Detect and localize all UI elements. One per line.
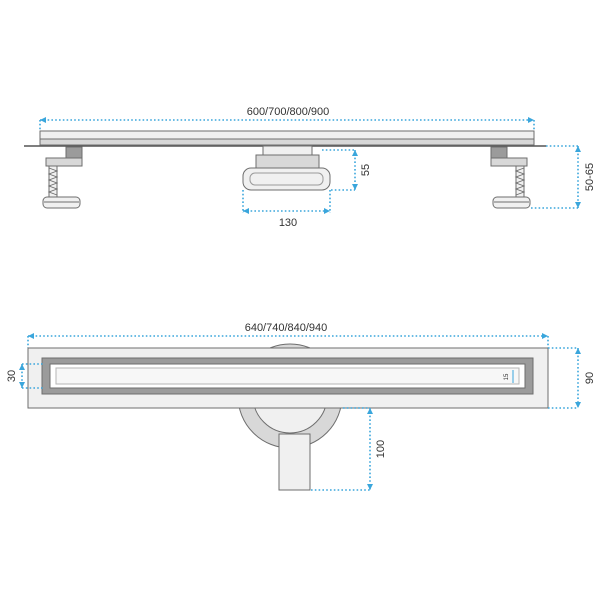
side-length-dimension: 600/700/800/900 [39, 106, 535, 131]
outlet-bottom-flange [242, 167, 331, 191]
grate-gap-label: 15 [504, 373, 510, 380]
plate-width-label: 90 [584, 372, 596, 384]
side-length-label: 600/700/800/900 [247, 106, 330, 118]
outlet-width-dimension: 130 [242, 190, 331, 229]
rod-thread [514, 167, 526, 196]
height-range-dimension: 50-65 [531, 145, 596, 209]
top-length-dimension: 640/740/840/940 [27, 322, 549, 348]
foot-arm [490, 157, 528, 167]
outlet-depth-label: 100 [375, 440, 387, 458]
height-range-label: 50-65 [584, 163, 596, 191]
rod-thread [47, 167, 59, 196]
grate-insert [55, 367, 520, 385]
outlet-pipe [278, 433, 311, 491]
outlet-height-dimension: 55 [322, 149, 372, 191]
outlet-width-label: 130 [279, 217, 297, 229]
grate-profile [39, 130, 535, 140]
left-support-foot [42, 146, 83, 209]
outlet-side [242, 145, 331, 191]
side-view: 600/700/800/900 [24, 106, 596, 229]
channel-profile [39, 138, 535, 146]
grate-gap-dimension: 15 [504, 370, 514, 383]
right-support-foot [490, 146, 531, 209]
top-view: 640/740/840/940 15 30 [6, 322, 596, 491]
outlet-depth-dimension: 100 [311, 407, 387, 491]
outlet-top-collar [262, 145, 313, 156]
foot-arm [45, 157, 83, 167]
top-length-label: 640/740/840/940 [245, 322, 328, 334]
channel-width-label: 30 [6, 370, 18, 382]
plate-width-dimension: 90 [548, 347, 596, 409]
outlet-inner-outline [249, 172, 324, 186]
channel-width-dimension: 30 [6, 363, 44, 389]
drain-channel-side [24, 130, 546, 147]
outlet-middle-body [255, 154, 320, 169]
drain-plate-top-view [27, 347, 549, 409]
outlet-height-label: 55 [360, 164, 372, 176]
